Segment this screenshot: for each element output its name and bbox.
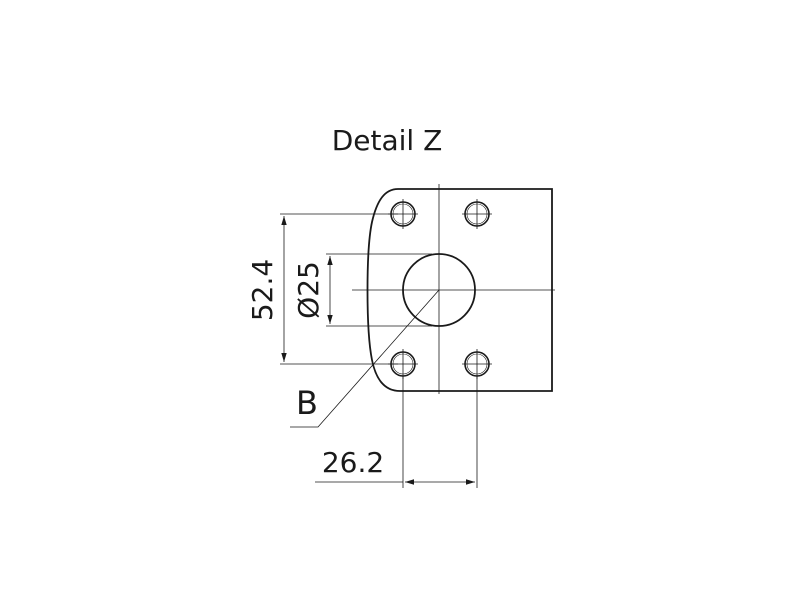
dimension-diameter-25 xyxy=(326,253,432,327)
plate-outline xyxy=(366,188,553,392)
leader-label-b: B xyxy=(296,384,318,422)
leader-line-b xyxy=(290,289,440,428)
dimension-label-52-4: 52.4 xyxy=(246,259,279,321)
bore-circle xyxy=(402,253,476,327)
dimension-label-26-2: 26.2 xyxy=(322,446,384,479)
detail-title: Detail Z xyxy=(332,124,443,157)
dimension-26-2 xyxy=(315,376,478,488)
bolt-hole xyxy=(462,199,492,229)
dimension-52-4 xyxy=(280,213,398,365)
dimension-label-diameter-25: Ø25 xyxy=(292,261,325,319)
bolt-hole xyxy=(462,349,492,379)
